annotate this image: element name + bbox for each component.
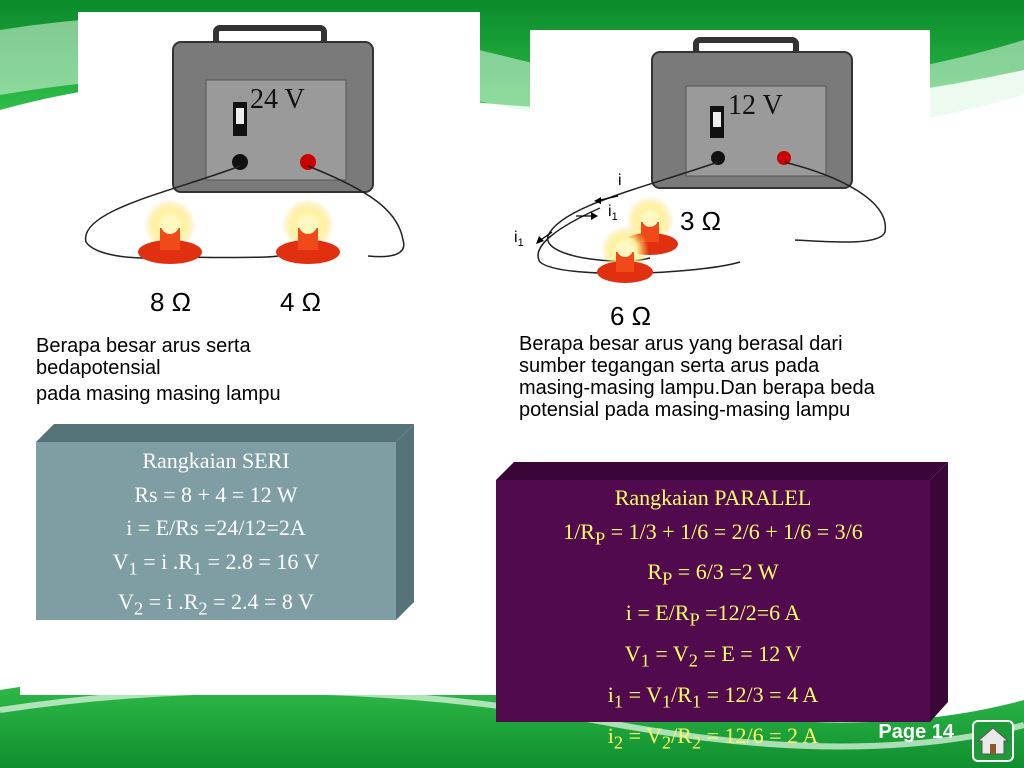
parallel-solution-box (496, 462, 948, 722)
resistor-label-4: 4 Ω (280, 287, 322, 317)
box-side-face (930, 462, 948, 722)
page-number: Page 14 (878, 721, 954, 743)
resistor-label-3: 3 Ω (680, 206, 722, 236)
series-v1-line: V1 = i .R1 = 2.8 = 16 V (112, 548, 320, 578)
parallel-question-line: Berapa besar arus yang berasal dari (519, 333, 843, 355)
series-solution-text: Rangkaian SERI Rs = 8 + 4 = 12 W i = E/R… (36, 444, 396, 626)
series-v2-line: V2 = i .R2 = 2.4 = 8 V (118, 589, 314, 619)
box-top-face (496, 462, 948, 480)
series-rs-line: Rs = 8 + 4 = 12 W (134, 481, 298, 507)
box-front-face (496, 480, 930, 722)
series-question-line: Berapa besar arus serta (36, 335, 251, 357)
parallel-current-line: i = E/RP =12/2=6 A (625, 600, 801, 630)
parallel-rp-inverse-line: 1/RP = 1/3 + 1/6 = 2/6 + 1/6 = 3/6 (563, 518, 863, 548)
series-circuit-diagram: 24 V (85, 25, 405, 264)
box-front-face (36, 442, 396, 620)
box-side-face (396, 424, 414, 620)
series-question: Berapa besar arus serta bedapotensial pa… (36, 335, 366, 405)
parallel-question: Berapa besar arus yang berasal dari sumb… (519, 333, 999, 421)
parallel-question-line: sumber tegangan serta arus pada (519, 355, 820, 377)
resistor-label-6: 6 Ω (610, 301, 652, 331)
resistor-label-8: 8 Ω (150, 287, 192, 317)
series-question-line: bedapotensial (36, 357, 161, 379)
series-title: Rangkaian SERI (142, 448, 290, 473)
lamp-4-ohm (276, 199, 340, 264)
current-label-i1-top: i1 (608, 203, 618, 223)
parallel-i1-line: i1 = V1/R1 = 12/3 = 4 A (607, 682, 819, 712)
lamp-8-ohm (138, 199, 202, 264)
parallel-question-line: potensial pada masing-masing lampu (519, 399, 851, 421)
current-label-i1-left: i1 (514, 229, 524, 249)
series-question-line: pada masing masing lampu (36, 383, 281, 405)
terminal-negative (232, 154, 248, 170)
parallel-title: Rangkaian PARALEL (614, 485, 812, 510)
current-label-i: i (618, 172, 622, 189)
lamp-6-ohm (597, 226, 653, 283)
parallel-voltage-line: V1 = V2 = E = 12 V (624, 641, 802, 671)
parallel-question-line: masing-masing lampu.Dan berapa beda (519, 377, 875, 399)
parallel-rp-line: RP = 6/3 =2 W (647, 559, 779, 589)
series-current-line: i = E/Rs =24/12=2A (126, 515, 306, 540)
series-solution-box (36, 424, 414, 620)
parallel-i2-line: i2 = V2/R2 = 12/6 = 2 A (607, 722, 819, 753)
source-label-24v: 24 V (250, 84, 305, 115)
terminal-negative (711, 151, 725, 165)
parallel-solution-text: Rangkaian PARALEL 1/RP = 1/3 + 1/6 = 2/6… (496, 481, 930, 760)
terminal-positive (300, 154, 316, 170)
parallel-circuit-diagram: 12 V i i1 i1 (514, 37, 886, 283)
home-icon[interactable] (972, 720, 1014, 762)
source-label-12v: 12 V (728, 90, 783, 121)
terminal-positive (777, 151, 791, 165)
box-top-face (36, 424, 414, 442)
